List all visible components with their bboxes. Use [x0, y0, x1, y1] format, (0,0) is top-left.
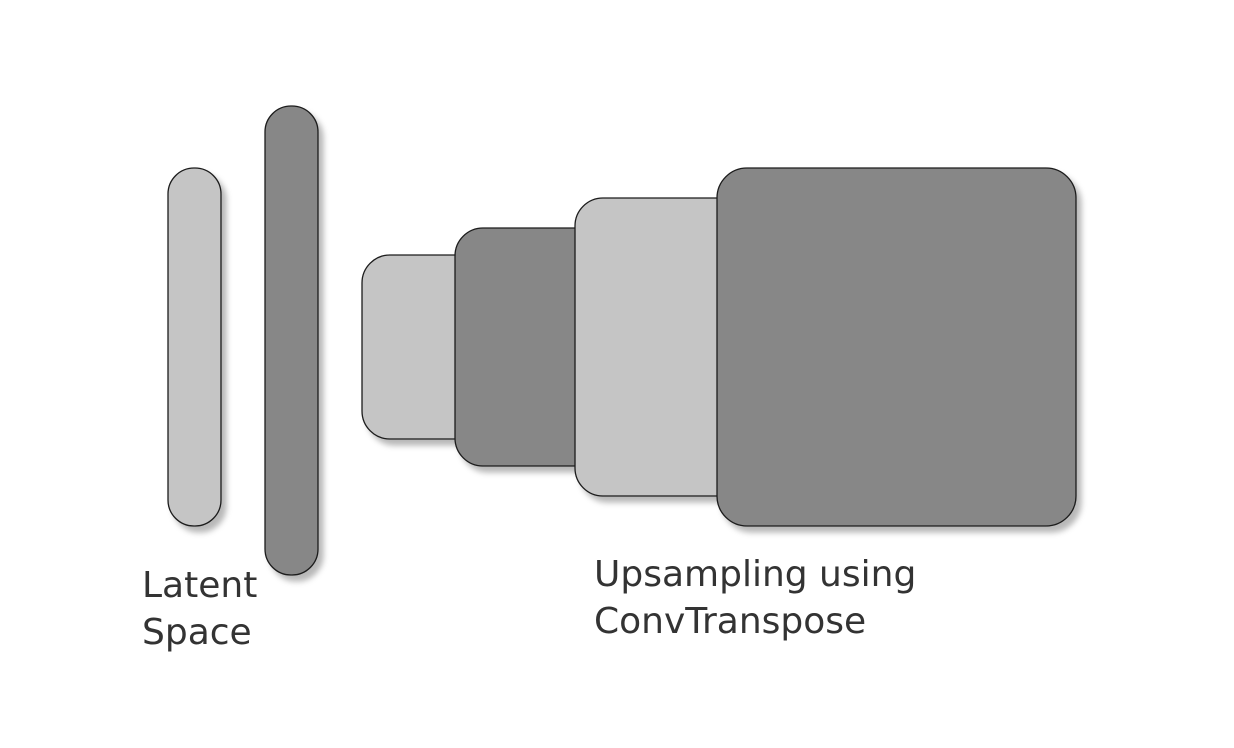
latent-space-label: Latent Space	[142, 565, 269, 653]
upsampling-group	[361, 167, 1077, 527]
latent-vector-dark	[264, 105, 319, 576]
upsample-block-4	[716, 167, 1077, 527]
upsampling-label: Upsampling using ConvTranspose	[594, 554, 928, 642]
latent-label-line2: Space	[142, 612, 252, 653]
latent-label-line1: Latent	[142, 565, 257, 606]
upsampling-label-line2: ConvTranspose	[594, 601, 866, 642]
latent-vector-light	[167, 167, 222, 527]
upsampling-label-line1: Upsampling using	[594, 554, 916, 595]
latent-space-group	[167, 105, 319, 576]
